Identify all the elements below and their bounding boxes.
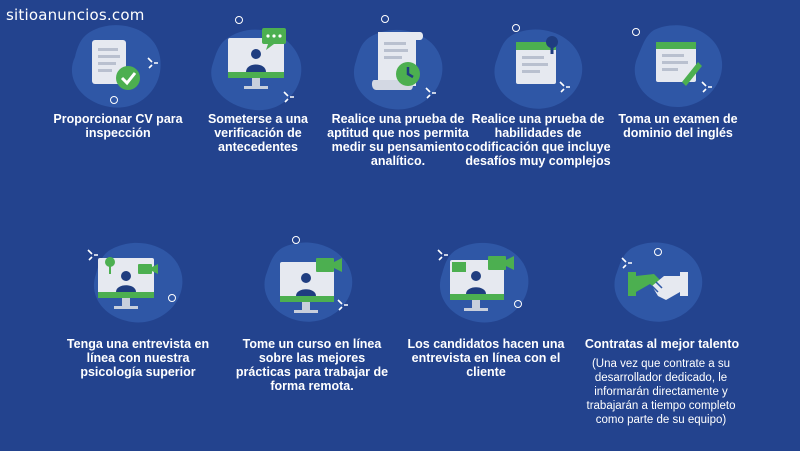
sparkle-decor [337,299,348,311]
sparkle-decor [701,81,712,93]
cv-check-icon [92,40,140,90]
sparkle-decor [437,249,448,261]
decor-dot [654,248,662,256]
background-check-monitor-icon [228,28,286,89]
client-interview-monitor-icon [450,256,514,311]
decor-dot [168,294,176,302]
watermark-text: sitioanuncios.com [6,6,145,24]
step-label: Someterse a una verificación de antecede… [207,112,309,154]
step-label: Contratas al mejor talento [584,337,740,351]
step-label: Realice una prueba de habilidades de cod… [465,112,611,168]
step-note: (Una vez que contrate a su desarrollador… [586,358,736,426]
decor-dot [512,24,520,32]
sparkle-decor [147,57,158,69]
decor-dot [632,28,640,36]
step-label: Tome un curso en línea sobre las mejores… [235,337,389,393]
remote-course-monitor-icon [280,258,342,313]
video-interview-psychology-icon [98,257,158,309]
english-exam-icon [656,42,702,86]
decor-dot [235,16,243,24]
decor-dot [514,300,522,308]
step-label: Proporcionar CV para inspección [53,112,183,140]
sparkle-decor [283,91,294,103]
decor-dot [292,236,300,244]
sparkle-decor [87,249,98,261]
handshake-icon [628,272,688,300]
step-label: Realice una prueba de aptitud que nos pe… [327,112,469,168]
sparkle-decor [621,257,632,269]
coding-test-document-icon [516,36,558,84]
decor-dot [381,15,389,23]
sparkle-decor [559,81,570,93]
aptitude-test-scroll-icon [371,32,423,90]
decor-dot [110,96,118,104]
sparkle-decor [425,87,436,99]
step-label: Los candidatos hacen una entrevista en l… [407,337,565,379]
step-label: Toma un examen de dominio del inglés [618,112,738,140]
step-label: Tenga una entrevista en línea con nuestr… [66,337,210,379]
